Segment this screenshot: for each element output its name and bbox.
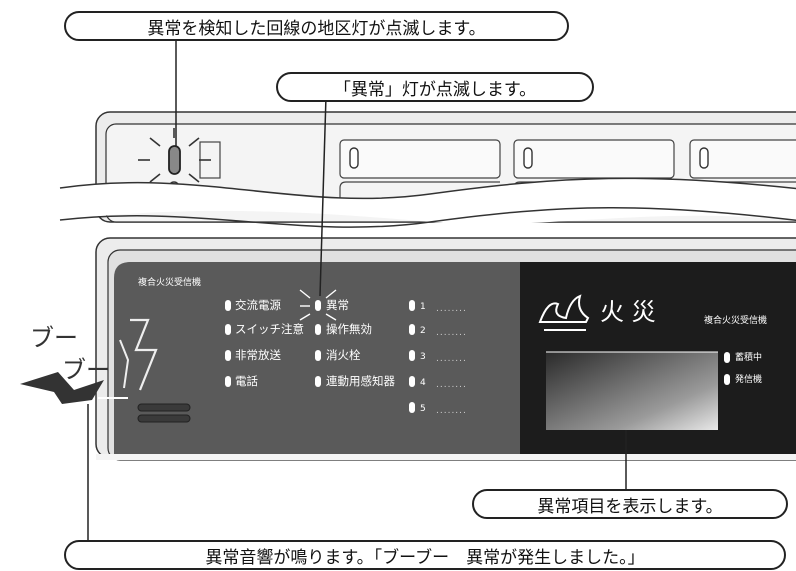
status-led: [225, 376, 231, 387]
panel-brand-right: 複合火災受信機: [704, 316, 768, 326]
circuit-led: [409, 300, 415, 311]
status-label: スイッチ注意: [235, 322, 304, 336]
district-box: [339, 181, 500, 200]
circuit-led: [409, 350, 415, 361]
callout-display-item: 異常項目を表示します。: [472, 489, 788, 519]
circuit-dots: ........: [436, 328, 467, 338]
status-label: 電話: [235, 374, 258, 388]
status-led: [315, 376, 321, 387]
circuit-number: 5: [420, 404, 426, 414]
ijou-led: [315, 300, 321, 311]
status-label: 非常放送: [235, 348, 281, 362]
bottom-strip: [96, 454, 796, 460]
district-box: [513, 139, 675, 179]
speaker-slot: [137, 414, 191, 423]
district-box: [689, 139, 796, 179]
right-led-label: 発信機: [735, 375, 763, 385]
leader-line: [319, 95, 327, 297]
sound-wave-icon: [20, 372, 104, 404]
flashing-district-lamp: [168, 145, 181, 175]
circuit-number: 4: [420, 378, 426, 388]
status-led: [225, 324, 231, 335]
speaker-slot: [137, 403, 191, 412]
sound-zigzag-icon: [130, 318, 158, 391]
status-led: [315, 324, 321, 335]
right-led: [724, 352, 730, 363]
fire-label: 火 災: [600, 298, 656, 326]
circuit-dots: ........: [436, 380, 467, 390]
sound-text-line2: ブー: [62, 356, 110, 384]
callout-sound: 異常音響が鳴ります。「ブーブー 異常が発生しました。」: [64, 540, 786, 570]
district-lamp: [349, 147, 359, 169]
flash-rays: [138, 128, 211, 183]
circuit-dots: ........: [436, 406, 467, 416]
status-label: 操作無効: [326, 322, 372, 336]
status-led: [225, 350, 231, 361]
sound-text-line1: ブー: [30, 324, 78, 352]
flame-icon: [538, 294, 590, 331]
district-lamp: [699, 147, 709, 169]
wave-line-top: [59, 177, 796, 200]
right-led-label: 蓄積中: [735, 353, 763, 363]
display-window: [546, 352, 718, 430]
status-label: 消火栓: [326, 348, 361, 362]
status-label: 異常: [326, 298, 349, 312]
right-led: [724, 374, 730, 385]
status-label: 連動用感知器: [326, 374, 395, 388]
circuit-led: [409, 402, 415, 413]
circuit-dots: ........: [436, 304, 467, 314]
status-label: 交流電源: [235, 298, 281, 312]
wave-line-bottom: [59, 207, 796, 228]
district-lamp: [523, 147, 533, 169]
sound-zigzag-icon: [119, 339, 130, 389]
callout-district-lamp: 異常を検知した回線の地区灯が点滅します。: [64, 11, 569, 41]
circuit-led: [409, 376, 415, 387]
callout-ijou-lamp: 「異常」灯が点滅します。: [276, 72, 594, 102]
circuit-dots: ........: [436, 354, 467, 364]
circuit-number: 3: [420, 352, 426, 362]
circuit-number: 1: [420, 302, 426, 312]
circuit-led: [409, 324, 415, 335]
circuit-number: 2: [420, 326, 426, 336]
district-box: [339, 139, 501, 179]
status-led: [225, 300, 231, 311]
panel-brand-left: 複合火災受信機: [138, 278, 202, 288]
ijou-flash-rays: [299, 289, 337, 321]
status-led: [315, 350, 321, 361]
